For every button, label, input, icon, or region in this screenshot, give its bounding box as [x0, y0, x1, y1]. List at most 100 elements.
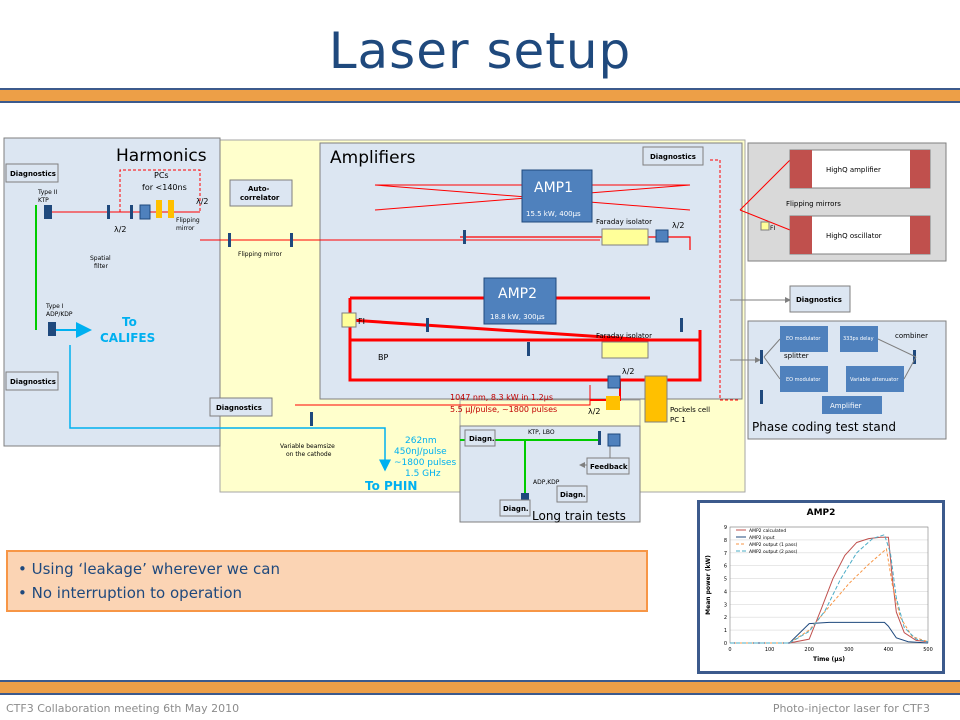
lambda-label-2: λ/2: [196, 197, 209, 206]
diagn-label-2: Diagn.: [560, 491, 586, 499]
fi-label: FI: [358, 317, 365, 326]
series-line: [730, 536, 929, 644]
autocorr-label: Auto-: [248, 185, 270, 193]
amp2-label: AMP2: [498, 286, 537, 302]
footer-left: CTF3 Collaboration meeting 6th May 2010: [6, 702, 240, 715]
highq-amp-label: HighQ amplifier: [826, 166, 881, 174]
y-tick-label: 0: [724, 641, 727, 647]
uv-line-1: 262nm: [405, 436, 437, 446]
spatial-label: Spatial: [90, 255, 111, 262]
chart-title: AMP2: [807, 508, 836, 518]
lambda-label-1: λ/2: [114, 225, 127, 234]
diag-line: [710, 159, 740, 401]
flip-label-2: mirror: [176, 225, 195, 232]
amp1-label: AMP1: [534, 180, 573, 196]
x-tick-label: 500: [923, 647, 933, 653]
flipping-mirror-label: Flipping mirror: [238, 251, 282, 258]
bp-label: BP: [378, 353, 388, 362]
faraday-label-1: Faraday isolator: [596, 218, 652, 226]
uv-arrow-phin: [220, 427, 391, 472]
y-tick-label: 8: [724, 538, 727, 544]
y-tick-label: 5: [724, 577, 727, 583]
bullet-item: • Using ‘leakage’ wherever we can: [18, 560, 280, 578]
series-line: [730, 621, 929, 644]
type1-label: Type I: [45, 303, 64, 310]
highq-osc-label: HighQ oscillator: [826, 232, 882, 240]
eo-mod-2: [780, 366, 828, 392]
y-tick-label: 1: [724, 628, 727, 634]
x-tick-label: 200: [804, 647, 814, 653]
lambda-amp-2: λ/2: [622, 367, 635, 376]
atten-label: Variable attenuator: [850, 377, 899, 383]
splitter-label: splitter: [784, 352, 809, 360]
optics-lenses: [107, 205, 916, 445]
y-tick-label: 7: [724, 551, 727, 557]
diagn-label-3: Diagn.: [503, 505, 529, 513]
adp-kdp-label: ADP,KDP: [533, 479, 560, 486]
delay-label: 333ps delay: [843, 336, 874, 342]
beamsize-label-2: on the cathode: [286, 451, 332, 458]
highq-links: [739, 159, 791, 231]
pc-loop: [119, 169, 201, 212]
delay-box: [840, 326, 878, 352]
legend-label: AMP2 output (1 pass): [749, 542, 798, 548]
optics-crystals: [44, 200, 669, 505]
beamsize-label: Variable beamsize: [280, 443, 335, 450]
series-line: [730, 547, 929, 644]
label-boxes: [5, 146, 851, 517]
amp1-box: [521, 169, 593, 223]
to-label: To: [122, 315, 137, 329]
y-axis-label: Mean power (kW): [705, 555, 712, 615]
diagnostics-label-1: Diagnostics: [10, 170, 56, 178]
top-divider: [0, 88, 960, 103]
faraday-isolator-2: [601, 341, 649, 359]
harmonics-panel: [3, 137, 221, 447]
filter-label: filter: [94, 263, 108, 270]
diagnostics-label-right: Diagnostics: [796, 296, 842, 304]
bottom-divider: [0, 680, 960, 695]
type2-label: Type II: [37, 189, 57, 196]
legend-label: AMP2 input: [749, 535, 775, 541]
footer-right: Photo-injector laser for CTF3: [772, 702, 930, 715]
uv-line-4: 1.5 GHz: [405, 469, 441, 479]
phase-amp-box: [822, 396, 882, 414]
amp1-spec: 15.5 kW, 400μs: [526, 210, 581, 218]
x-tick-label: 300: [844, 647, 854, 653]
y-tick-label: 9: [724, 525, 727, 531]
pcs-label: PCs: [154, 171, 169, 180]
phase-amp-label: Amplifier: [830, 402, 862, 410]
legend-label: AMP2 calculated: [749, 528, 786, 534]
beam-spec-1: 1047 nm, 8.3 kW in 1.2μs: [450, 393, 553, 402]
califes-label: CALIFES: [100, 331, 155, 345]
bullet-text-2: No interruption to operation: [31, 584, 243, 602]
plot-area: [729, 526, 929, 644]
callout-box: • Using ‘leakage’ wherever we can • No i…: [6, 550, 648, 612]
eo1-label: EO modulator: [786, 336, 821, 342]
diagnostics-label-2: Diagnostics: [10, 378, 56, 386]
uv-line-3: ~1800 pulses: [394, 458, 456, 468]
amp1-output: [460, 236, 691, 250]
ktp-label: KTP: [38, 197, 49, 204]
phase-links: [763, 338, 917, 380]
lambda-amp-1: λ/2: [672, 221, 685, 230]
x-tick-label: 100: [765, 647, 775, 653]
faraday-label-2: Faraday isolator: [596, 332, 652, 340]
amp2-box: [483, 277, 557, 325]
beam-spec-2: 5.5 μJ/pulse, ~1800 pulses: [450, 405, 557, 414]
harmonics-title: Harmonics: [116, 146, 207, 166]
legend-label: AMP2 output (2 pass): [749, 549, 798, 555]
flip-label: Flipping: [176, 217, 200, 224]
y-tick-label: 6: [724, 564, 727, 570]
diagn-label-1: Diagn.: [469, 435, 495, 443]
to-phin-label: To PHIN: [365, 479, 417, 493]
phase-title: Phase coding test stand: [752, 420, 896, 434]
eo2-label: EO modulator: [786, 377, 821, 383]
x-tick-label: 0: [728, 647, 731, 653]
bullet-item: • No interruption to operation: [18, 584, 243, 602]
x-axis-label: Time (μs): [813, 656, 845, 663]
page-title: Laser setup: [328, 22, 632, 80]
autocorr-label-2: correlator: [240, 194, 280, 202]
amplifiers-title: Amplifiers: [330, 148, 416, 168]
